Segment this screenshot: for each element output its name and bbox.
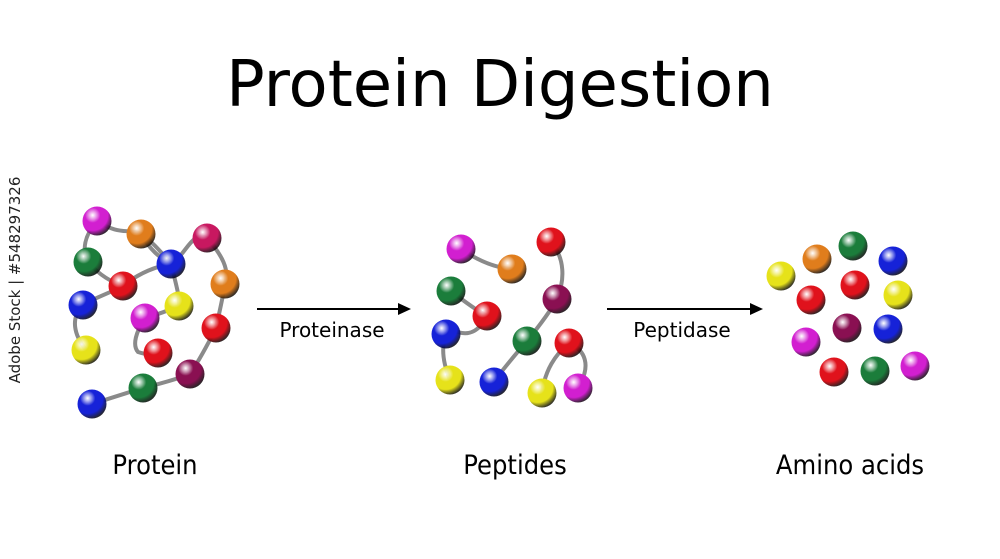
- amino-sphere-red: [840, 270, 870, 300]
- amino-sphere-orange: [802, 244, 832, 274]
- protein-sphere-blue: [156, 249, 186, 279]
- protein-sphere-orange: [210, 269, 240, 299]
- amino-sphere-magenta: [900, 351, 930, 381]
- proteinase-label: Proteinase: [279, 318, 385, 342]
- peptide-sphere-red: [472, 301, 502, 331]
- protein-sphere-yellow: [71, 335, 101, 365]
- peptide-sphere-yellow: [527, 378, 557, 408]
- peptide-sphere-blue: [479, 367, 509, 397]
- protein-sphere-green: [128, 373, 158, 403]
- peptide-sphere-blue: [431, 319, 461, 349]
- peptide-chain: [492, 240, 565, 384]
- amino-sphere-blue: [878, 246, 908, 276]
- peptide-sphere-maroon: [542, 284, 572, 314]
- amino-sphere-yellow: [883, 280, 913, 310]
- protein-sphere-red: [201, 313, 231, 343]
- peptide-sphere-green: [436, 276, 466, 306]
- protein-sphere-red: [108, 271, 138, 301]
- amino-sphere-green: [860, 356, 890, 386]
- stock-watermark: Adobe Stock | #548297326: [0, 0, 30, 559]
- amino-sphere-green: [838, 231, 868, 261]
- peptide-sphere-red: [554, 328, 584, 358]
- protein-sphere-blue: [68, 290, 98, 320]
- peptides-label: Peptides: [463, 450, 567, 481]
- peptide-sphere-green: [512, 326, 542, 356]
- peptidase-label: Peptidase: [633, 318, 731, 342]
- protein-sphere-blue: [77, 389, 107, 419]
- protein-sphere-maroon: [175, 359, 205, 389]
- protein-sphere-red: [143, 338, 173, 368]
- protein-label: Protein: [112, 450, 198, 481]
- protein-sphere-orange: [126, 219, 156, 249]
- amino-sphere-red: [796, 285, 826, 315]
- peptide-sphere-magenta: [563, 373, 593, 403]
- protein-sphere-magenta: [82, 206, 112, 236]
- protein-sphere-magenta: [130, 303, 160, 333]
- protein-sphere-yellow: [164, 291, 194, 321]
- amino-sphere-blue: [873, 314, 903, 344]
- peptide-sphere-red: [536, 227, 566, 257]
- watermark-text: Adobe Stock | #548297326: [6, 176, 24, 383]
- amino-sphere-yellow: [766, 261, 796, 291]
- protein-sphere-green: [73, 247, 103, 277]
- diagram-title: Protein Digestion: [226, 48, 774, 122]
- proteinase-arrow: [257, 303, 411, 315]
- peptidase-arrow: [607, 303, 763, 315]
- protein-sphere-crimson: [192, 223, 222, 253]
- amino-acids-label: Amino acids: [775, 450, 925, 481]
- amino-sphere-magenta: [791, 327, 821, 357]
- amino-sphere-maroon: [832, 313, 862, 343]
- amino-sphere-red: [819, 357, 849, 387]
- peptide-sphere-magenta: [446, 234, 476, 264]
- peptide-sphere-orange: [497, 254, 527, 284]
- peptide-sphere-yellow: [435, 365, 465, 395]
